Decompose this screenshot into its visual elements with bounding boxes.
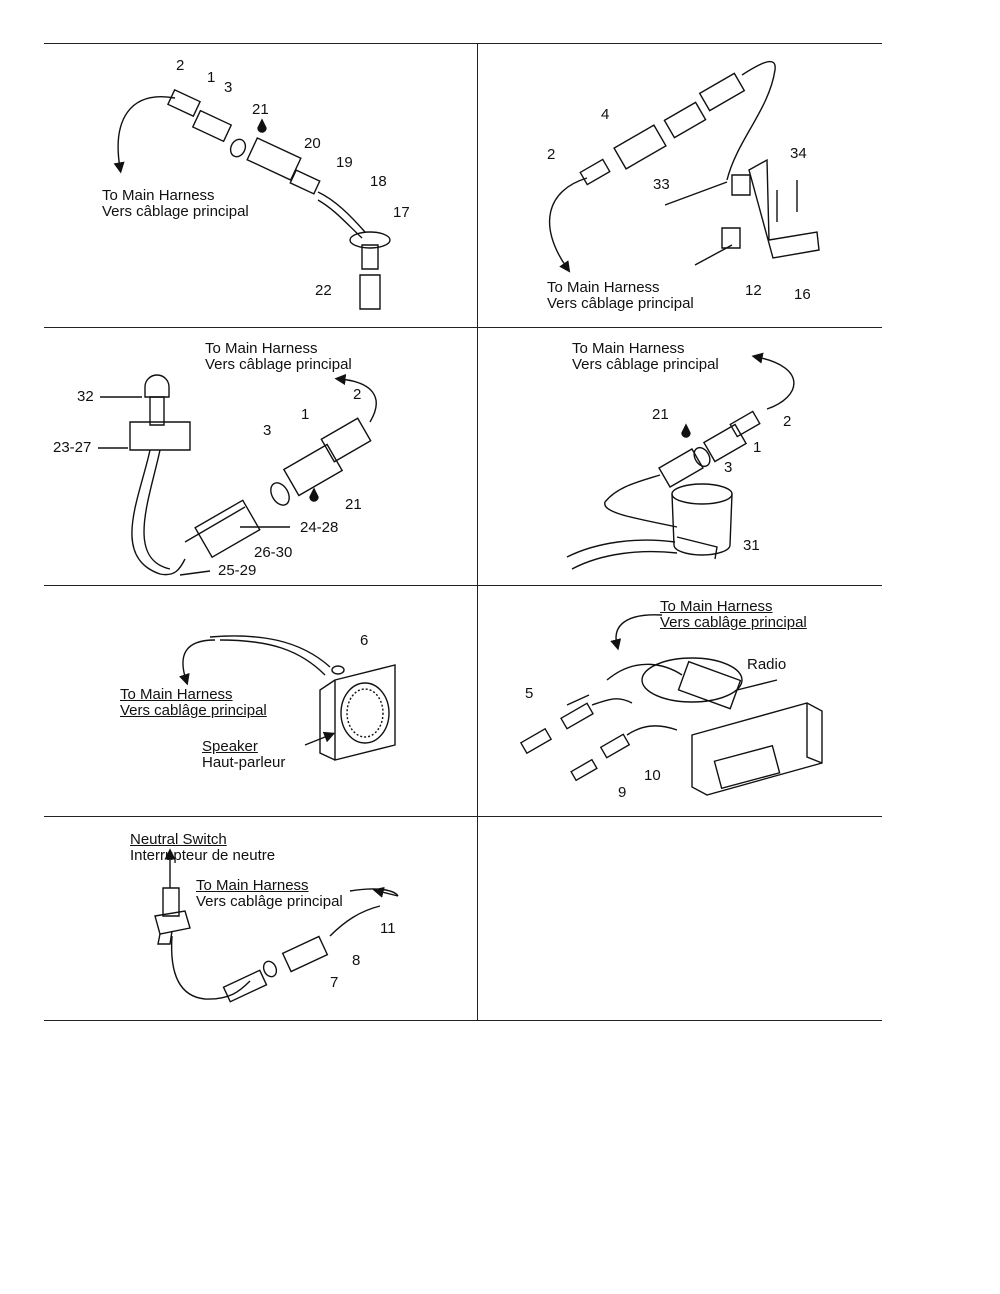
- grid-center-divider: [477, 43, 478, 1021]
- callout-33: 33: [653, 176, 670, 193]
- callout-12: 12: [745, 282, 762, 299]
- speaker-label-fr: Haut-parleur: [202, 754, 286, 771]
- to-main-harness-fr: Vers câblage principal: [572, 356, 719, 373]
- callout-21: 21: [252, 101, 269, 118]
- callout-18: 18: [370, 173, 387, 190]
- callout-4: 4: [601, 106, 610, 123]
- callout-2: 2: [783, 413, 792, 430]
- to-main-harness-fr: Vers cablâge principal: [120, 702, 267, 719]
- callout-19: 19: [336, 154, 353, 171]
- to-main-harness-fr: Vers câblage principal: [205, 356, 352, 373]
- panel-light-harness: To Main Harness Vers câblage principal 3…: [0, 327, 477, 585]
- grid-row-divider-2: [44, 585, 882, 586]
- grid-row-divider-3: [44, 816, 882, 817]
- panel-bracket-harness: 4 2 33 34 12 16 To Main Harness Vers câb…: [477, 0, 882, 327]
- to-main-harness-en: To Main Harness: [547, 279, 660, 296]
- grid-row-divider-1: [44, 327, 882, 328]
- neutral-switch-drawing: [0, 848, 477, 1020]
- panel-speaker: 6 To Main Harness Vers cablâge principal…: [0, 585, 477, 816]
- panel-neutral-switch: Neutral Switch Interrupteur de neutre To…: [0, 816, 477, 1020]
- callout-8: 8: [352, 952, 361, 969]
- callout-7: 7: [330, 974, 339, 991]
- to-main-harness-fr: Vers cablâge principal: [660, 614, 807, 631]
- callout-2: 2: [176, 57, 185, 74]
- neutral-switch-label-fr: Interrupteur de neutre: [130, 847, 276, 864]
- callout-34: 34: [790, 145, 807, 162]
- to-main-harness-en: To Main Harness: [196, 877, 309, 894]
- grid-bottom-rule: [44, 1020, 882, 1021]
- callout-32: 32: [77, 388, 94, 405]
- callout-21: 21: [652, 406, 669, 423]
- callout-22: 22: [315, 282, 332, 299]
- callout-10: 10: [644, 767, 661, 784]
- callout-17: 17: [393, 204, 410, 221]
- callout-24-28: 24-28: [300, 519, 339, 536]
- panel-empty: [477, 816, 882, 1020]
- callout-25-29: 25-29: [218, 562, 257, 579]
- bracket-harness-drawing: [477, 0, 882, 273]
- callout-1: 1: [207, 69, 216, 86]
- to-main-harness-en: To Main Harness: [572, 340, 685, 357]
- callout-16: 16: [794, 286, 811, 303]
- callout-20: 20: [304, 135, 321, 152]
- callout-23-27: 23-27: [53, 439, 92, 456]
- panel-sensor-harness: 2 1 3 21 20 19 18 17 22 To Main Harness …: [0, 0, 477, 327]
- to-main-harness-en: To Main Harness: [102, 187, 215, 204]
- radio-label: Radio: [747, 656, 787, 673]
- sensor-harness-drawing: [113, 0, 477, 327]
- callout-26-30: 26-30: [254, 544, 293, 561]
- callout-21: 21: [345, 496, 362, 513]
- bilge-pump-harness-drawing: [477, 352, 882, 585]
- speaker-label-en: Speaker: [202, 738, 258, 755]
- callout-6: 6: [360, 632, 369, 649]
- callout-1: 1: [753, 439, 762, 456]
- to-main-harness-fr: Vers cablâge principal: [196, 893, 343, 910]
- callout-2: 2: [547, 146, 556, 163]
- callout-31: 31: [743, 537, 760, 554]
- speaker-drawing: [178, 585, 477, 816]
- callout-2: 2: [353, 386, 362, 403]
- callout-5: 5: [525, 685, 534, 702]
- radio-drawing: [477, 585, 882, 816]
- callout-1: 1: [301, 406, 310, 423]
- panel-bilge-pump-harness: To Main Harness Vers câblage principal 2…: [477, 327, 882, 585]
- callout-3: 3: [724, 459, 733, 476]
- to-main-harness-en: To Main Harness: [660, 598, 773, 615]
- to-main-harness-en: To Main Harness: [205, 340, 318, 357]
- light-harness-drawing: [0, 373, 477, 585]
- callout-9: 9: [618, 784, 627, 801]
- callout-3: 3: [224, 79, 233, 96]
- to-main-harness-en: To Main Harness: [120, 686, 233, 703]
- to-main-harness-fr: Vers câblage principal: [102, 203, 249, 220]
- callout-11: 11: [380, 920, 396, 937]
- panel-radio: To Main Harness Vers cablâge principal R…: [477, 585, 882, 816]
- neutral-switch-label-en: Neutral Switch: [130, 831, 227, 848]
- to-main-harness-fr: Vers câblage principal: [547, 295, 694, 312]
- callout-3: 3: [263, 422, 272, 439]
- grid-top-rule: [44, 43, 882, 44]
